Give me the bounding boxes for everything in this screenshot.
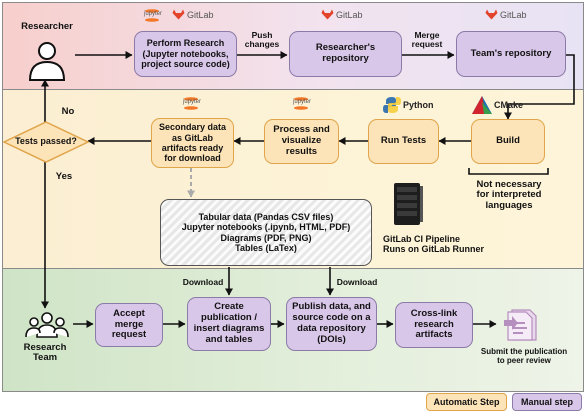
- process-visualize-node: Process and visualize results: [264, 119, 339, 164]
- jupyter-icon: [145, 9, 159, 22]
- build-bracket: [468, 168, 549, 175]
- build-node: Build: [471, 119, 545, 164]
- python-label: Python: [403, 100, 434, 110]
- secondary-data-node: Secondary data as GitLab artifacts ready…: [151, 118, 234, 168]
- cross-link-node: Cross-link research artifacts: [395, 302, 473, 348]
- cmake-icon: [472, 96, 492, 114]
- no-label: No: [61, 106, 75, 117]
- gitlab-logo-3: GitLab: [485, 9, 527, 20]
- gitlab-label-3: GitLab: [500, 9, 527, 20]
- research-team-icon: [25, 312, 69, 338]
- repo-to-build-arrow: [504, 54, 575, 120]
- not-necessary-note: Not necessary for interpreted languages: [476, 179, 542, 211]
- jupyter-label-secondary: jupyter: [183, 99, 202, 105]
- create-publication-node: Create publication / insert diagrams and…: [187, 297, 271, 351]
- gitlab-icon: [321, 9, 334, 20]
- jupyter-logo-secondary: jupyter: [180, 96, 202, 110]
- researcher-person-icon: [28, 42, 66, 81]
- cmake-logo: CMake: [472, 96, 523, 114]
- tests-passed-decision: [2, 121, 90, 163]
- legend-automatic-step: Automatic Step: [426, 393, 507, 411]
- download-label-1: Download: [182, 277, 224, 287]
- research-team-label: Research Team: [23, 342, 67, 364]
- jupyter-label-top: jupyter: [144, 11, 163, 17]
- jupyter-label-process: jupyter: [293, 99, 312, 105]
- gitlab-icon: [485, 9, 498, 20]
- team-repository-node: Team's repository: [456, 31, 566, 77]
- gitlab-logo-1: GitLab: [172, 9, 214, 20]
- jupyter-logo-top: jupyter: [141, 8, 163, 22]
- gitlab-runner-server-icon: [394, 183, 423, 225]
- researcher-label: Researcher: [21, 21, 73, 32]
- gitlab-label-2: GitLab: [336, 9, 363, 20]
- cmake-label: CMake: [494, 100, 524, 110]
- python-icon: [383, 97, 401, 113]
- accept-merge-node: Accept merge request: [95, 303, 163, 347]
- gitlab-icon: [172, 9, 185, 20]
- publish-data-node: Publish data, and source code on a data …: [286, 297, 377, 351]
- publication-document-icon: [504, 309, 537, 341]
- perform-research-node: Perform Research (Jupyter notebooks, pro…: [134, 31, 237, 77]
- output-data-box: Tabular data (Pandas CSV files) Jupyter …: [160, 199, 372, 266]
- download-label-2: Download: [336, 277, 378, 287]
- merge-request-label: Merge request: [411, 30, 443, 50]
- gitlab-logo-2: GitLab: [321, 9, 363, 20]
- legend-manual-step: Manual step: [512, 393, 582, 411]
- push-changes-label: Push changes: [244, 30, 280, 50]
- researcher-repository-node: Researcher's repository: [289, 31, 402, 77]
- submit-peer-review-label: Submit the publication to peer review: [480, 347, 568, 365]
- jupyter-icon: [294, 97, 308, 110]
- run-tests-node: Run Tests: [368, 119, 439, 164]
- yes-label: Yes: [55, 171, 73, 182]
- jupyter-logo-process: jupyter: [290, 96, 312, 110]
- tests-passed-label: Tests passed?: [15, 136, 77, 146]
- gitlab-ci-label: GitLab CI Pipeline Runs on GitLab Runner: [383, 234, 484, 254]
- python-logo: Python: [383, 96, 434, 114]
- jupyter-icon: [184, 97, 198, 110]
- gitlab-label-1: GitLab: [187, 9, 214, 20]
